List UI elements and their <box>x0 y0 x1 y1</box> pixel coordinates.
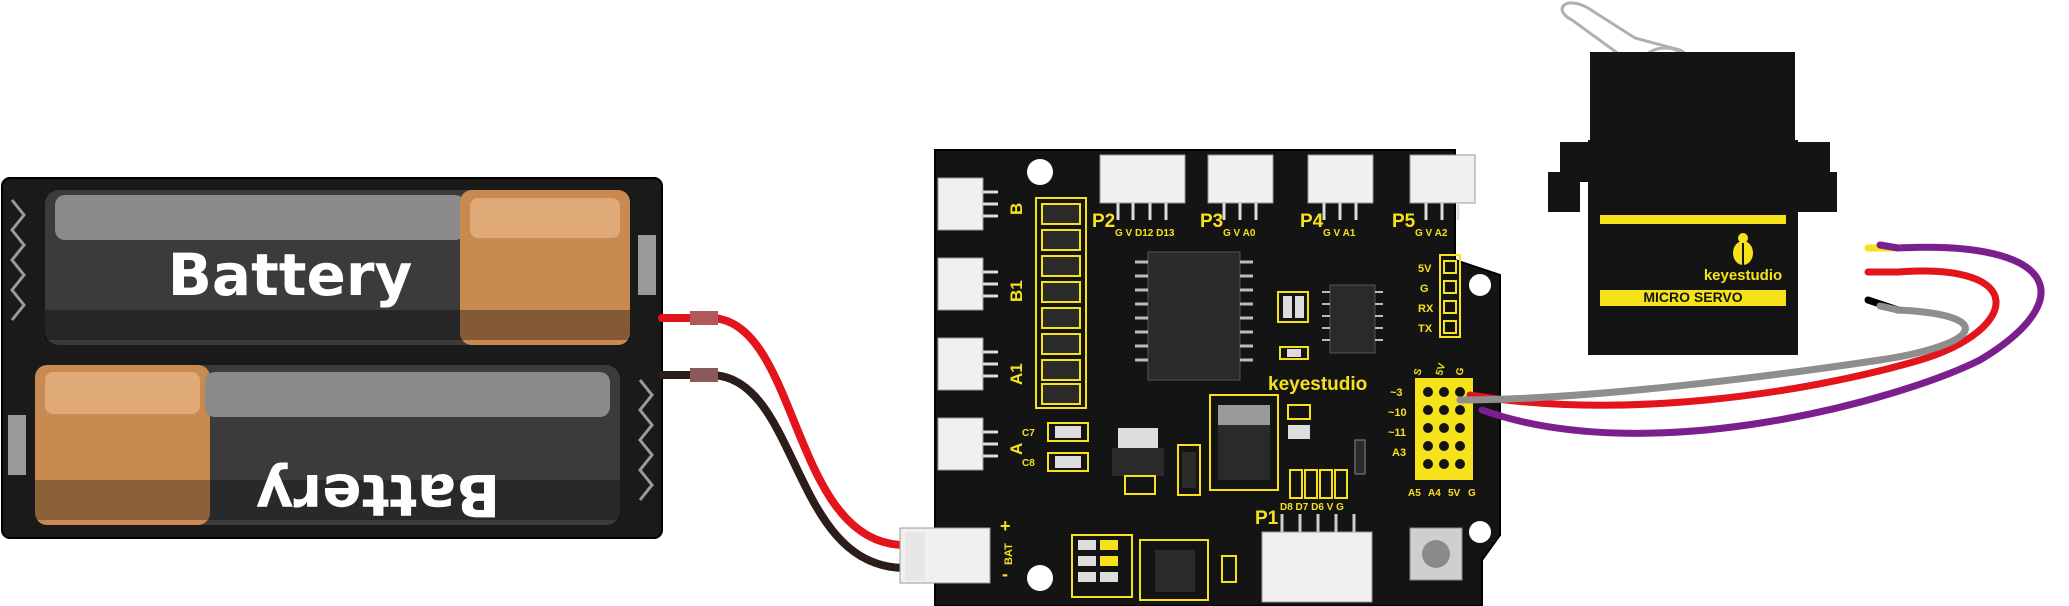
header-pin-g: G <box>1468 488 1476 499</box>
battery-label-top: Battery <box>168 241 413 309</box>
bat-plus: + <box>1000 516 1011 536</box>
port-P5: P5 <box>1392 211 1416 232</box>
uart-rx: RX <box>1418 303 1434 315</box>
port-P3-pins: G V A0 <box>1223 228 1256 239</box>
power-components: C7 C8 <box>1022 394 1366 499</box>
servo-brand: keyestudio <box>1704 267 1782 284</box>
header-pin-3: ~3 <box>1390 387 1403 399</box>
port-P5-pins: G V A2 <box>1415 228 1448 239</box>
driver-chip <box>1135 251 1253 381</box>
servo-header: S 5V G ~3 ~10 ~11 A3 A5 A4 5V G <box>1388 362 1476 499</box>
uart-5v: 5V <box>1418 263 1432 275</box>
port-label-A1: A1 <box>1007 363 1026 385</box>
battery-connector: + BAT - <box>899 516 1015 584</box>
reset-button <box>1409 527 1463 581</box>
servo-logo-icon <box>1733 233 1753 265</box>
header-pin-10: ~10 <box>1388 407 1407 419</box>
servo-pin-s: S <box>1412 367 1424 377</box>
battery-cell-bottom: Battery <box>35 365 620 529</box>
battery-cell-top: Battery <box>45 190 630 345</box>
resistor-array <box>1035 197 1087 409</box>
bottom-components <box>1071 534 1237 601</box>
p1-label: P1 <box>1255 508 1279 529</box>
port-P4-pins: G V A1 <box>1323 228 1356 239</box>
port-P3: P3 <box>1200 211 1223 232</box>
bat-label: BAT <box>1003 543 1015 565</box>
servo-pin-5v: 5V <box>1434 362 1448 377</box>
port-P4: P4 <box>1300 211 1324 232</box>
servo-model: MICRO SERVO <box>1643 289 1742 305</box>
header-pin-a5: A5 <box>1408 488 1421 499</box>
battery-wires <box>658 311 909 572</box>
battery-label-bottom: Battery <box>256 461 501 529</box>
header-pin-5v: 5V <box>1448 488 1461 499</box>
p1-connector: P1 D8 D7 D6 V G <box>1255 502 1373 603</box>
port-P2-pins: G V D12 D13 <box>1115 228 1175 239</box>
port-label-A: A <box>1007 443 1026 455</box>
header-pin-11: ~11 <box>1388 427 1406 439</box>
cap-c7: C7 <box>1022 428 1035 439</box>
left-connectors: B B1 A1 A <box>937 177 1026 471</box>
uart-header: 5V G RX TX <box>1418 254 1461 338</box>
micro-servo: MICRO SERVO keyestudio <box>1548 1 1837 355</box>
bat-minus: - <box>1002 564 1008 584</box>
board-brand: keyestudio <box>1268 374 1367 395</box>
port-label-B1: B1 <box>1007 280 1026 302</box>
header-pin-a3: A3 <box>1392 447 1406 459</box>
uart-g: G <box>1420 283 1429 295</box>
top-connectors: P2 G V D12 D13 P3 G V A0 P4 G V A1 P5 G … <box>1092 154 1476 239</box>
servo-pin-g: G <box>1454 366 1467 377</box>
p1-pins: D8 D7 D6 V G <box>1280 502 1344 513</box>
uart-tx: TX <box>1418 323 1433 335</box>
servo-wires <box>1456 241 2045 437</box>
cap-c8: C8 <box>1022 458 1035 469</box>
header-pin-a4: A4 <box>1428 488 1441 499</box>
small-chip <box>1277 284 1383 360</box>
port-label-B: B <box>1007 203 1026 215</box>
battery-holder: Battery Battery <box>1 177 663 539</box>
port-P2: P2 <box>1092 211 1115 232</box>
driver-board: B B1 A1 A <box>899 149 1501 606</box>
